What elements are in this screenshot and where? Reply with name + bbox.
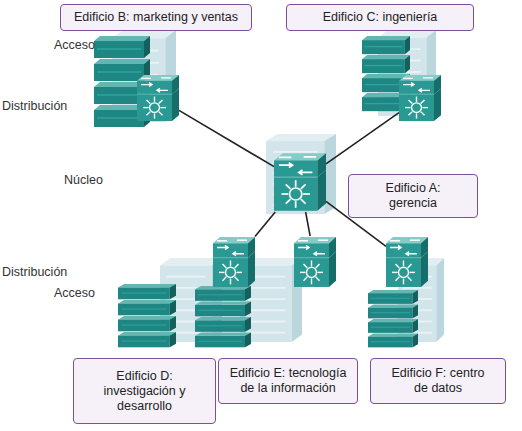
distribution-switch [137, 75, 179, 121]
access-switch-stack [368, 290, 418, 347]
building-label: Edificio F: centro de datos [370, 358, 506, 404]
layer-label: Distribución [2, 99, 92, 114]
layer-label: Núcleo [64, 173, 124, 188]
switch-node: Edificio B: marketing y ventas [137, 74, 179, 122]
building-outline [266, 134, 336, 214]
building-label: Edificio E: tecnología de la información [218, 358, 358, 404]
switch-node: Edificio E: tecnología de la información [294, 236, 336, 288]
switch-node: Edificio A: gerencia [274, 152, 326, 212]
switch-node: Edificio D: investigación y desarrollo [213, 236, 255, 288]
network-link [306, 212, 311, 236]
distribution-switch [386, 237, 428, 287]
access-switch-stack [195, 286, 251, 347]
building-label: Edificio B: marketing y ventas [60, 4, 252, 31]
network-link [326, 113, 399, 164]
building-label: Edificio D: investigación y desarrollo [73, 358, 216, 424]
building-label: Edificio C: ingeniería [286, 4, 474, 31]
access-switch-stack [118, 284, 176, 347]
layer-label: Acceso [0, 286, 95, 301]
distribution-switch [213, 237, 255, 287]
distribution-switch [294, 237, 336, 287]
layer-label: Distribución [2, 265, 92, 280]
switch-node: Edificio C: ingeniería [399, 74, 441, 122]
switch-node: Edificio F: centro de datos [386, 236, 428, 288]
distribution-switch [399, 75, 441, 121]
core-switch [274, 153, 326, 211]
network-link [179, 110, 274, 166]
layer-label: Acceso [0, 38, 95, 53]
network-link [255, 212, 275, 237]
building-label: Edificio A: gerencia [348, 174, 478, 218]
